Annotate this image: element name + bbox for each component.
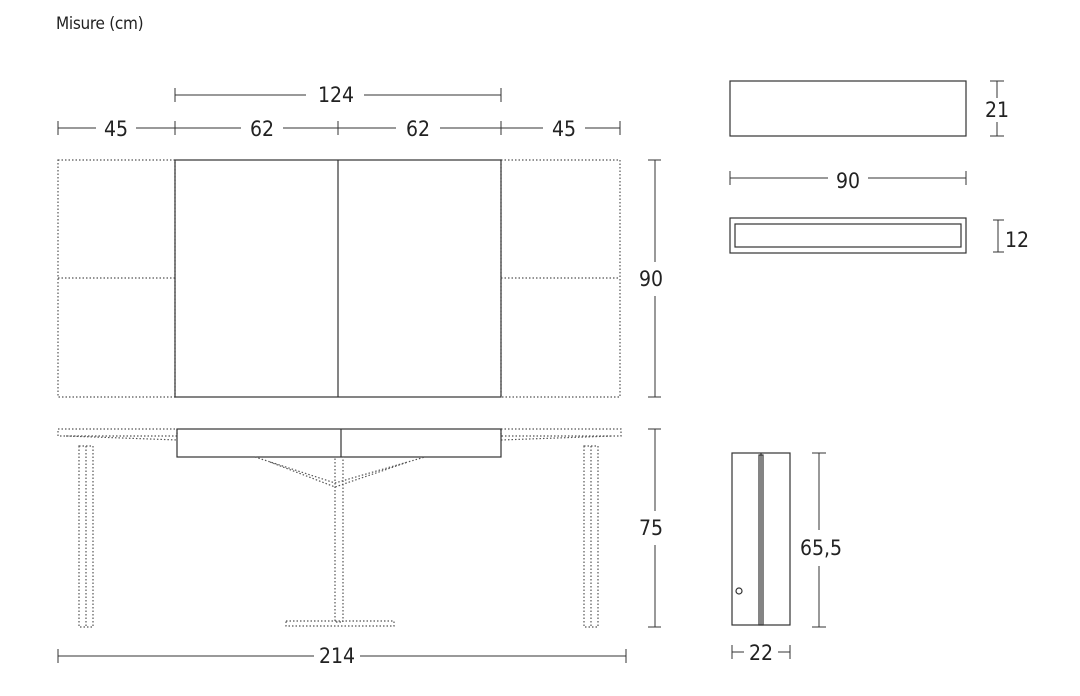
- dim-box-width: 90: [729, 169, 967, 193]
- table-front-view: [57, 428, 622, 628]
- left-leaf-front: [57, 428, 178, 437]
- label-62-right: 62: [406, 117, 430, 141]
- label-65-5: 65,5: [800, 536, 842, 560]
- label-214: 214: [319, 644, 355, 668]
- tray-detail: 12: [729, 217, 1029, 254]
- label-12: 12: [1005, 228, 1029, 252]
- dim-top-total: 124: [174, 83, 502, 107]
- storage-box: [729, 80, 967, 137]
- label-45-left: 45: [104, 117, 128, 141]
- table-top-view: [57, 159, 621, 398]
- tray-outer: [729, 217, 967, 254]
- left-leg: [78, 445, 94, 628]
- dim-top-segments: 45 62 62 45: [57, 117, 621, 141]
- box-detail: 21: [729, 80, 1009, 137]
- right-extension-panel: [500, 159, 621, 398]
- support-bracket: [254, 456, 426, 484]
- page-title: Misure (cm): [56, 14, 144, 34]
- right-leg: [583, 445, 599, 628]
- label-90-box: 90: [836, 169, 860, 193]
- dim-height: 75: [639, 428, 663, 628]
- label-75-height: 75: [639, 516, 663, 540]
- right-leaf-front: [500, 428, 622, 437]
- label-124: 124: [318, 83, 354, 107]
- dim-depth: 90: [639, 159, 663, 398]
- dim-total-width: 214: [57, 644, 627, 668]
- label-62-left: 62: [250, 117, 274, 141]
- side-view: 65,5: [731, 452, 842, 628]
- label-45-right: 45: [552, 117, 576, 141]
- label-22: 22: [749, 641, 773, 665]
- central-box-front: [176, 428, 502, 458]
- central-foot: [285, 620, 395, 627]
- tray-inner: [734, 223, 962, 248]
- knob: [735, 587, 743, 595]
- label-21: 21: [985, 98, 1009, 122]
- label-90-depth: 90: [639, 267, 663, 291]
- central-column: [334, 456, 344, 623]
- dim-side-width: 22: [731, 641, 791, 665]
